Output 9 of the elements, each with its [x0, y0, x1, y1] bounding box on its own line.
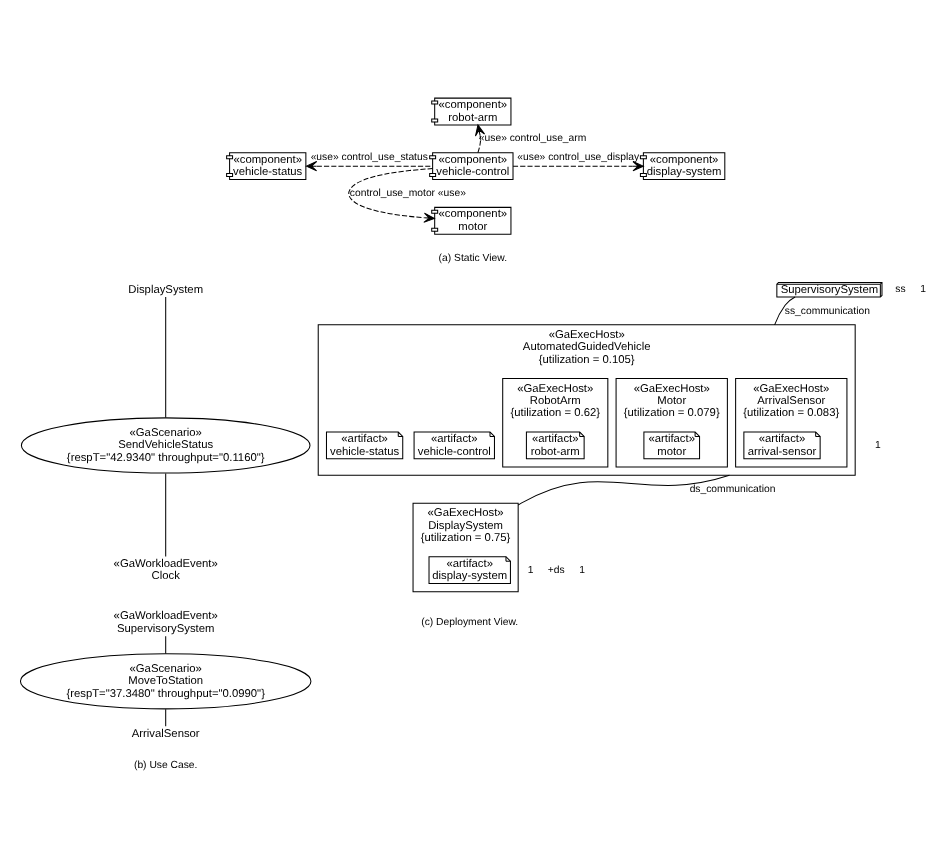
connector	[165, 634, 167, 653]
connector	[774, 295, 796, 325]
arrow	[474, 123, 486, 153]
connector	[517, 473, 730, 505]
arrow	[305, 160, 433, 171]
arrow	[512, 160, 644, 171]
connector	[165, 471, 167, 556]
connector	[165, 295, 167, 418]
connector	[165, 707, 167, 726]
